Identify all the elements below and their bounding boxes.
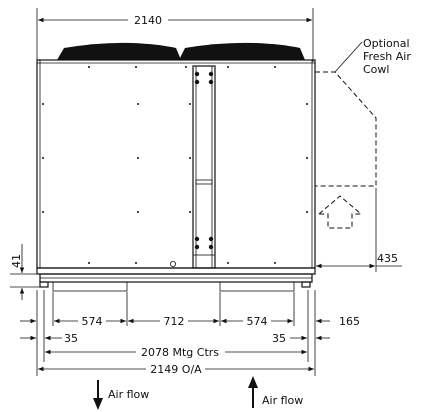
dimension-41-label: 41 — [10, 254, 23, 268]
dimension-mounting-centres: 2078 Mtg Ctrs — [45, 346, 307, 359]
dimension-2140: 2140 — [36, 8, 314, 62]
airflow-down-arrow-icon — [93, 380, 103, 410]
offset-outer-label: 165 — [339, 315, 360, 328]
dimension-2140-label: 2140 — [134, 14, 162, 27]
cowl-label-line2: Fresh Air — [363, 50, 411, 63]
cowl-label-line1: Optional — [363, 37, 410, 50]
base-frame — [36, 267, 316, 292]
lower-extension-lines — [36, 290, 316, 376]
mounting-centres-label: 2078 Mtg Ctrs — [141, 346, 219, 359]
dimension-offsets-35: 35 35 — [20, 332, 330, 345]
dimension-chain-upper: 574 712 574 165 — [20, 315, 360, 328]
overall-length-label: 2149 O/A — [150, 363, 202, 376]
airflow-down-label: Air flow — [108, 388, 149, 401]
dimension-435: 435 — [316, 188, 402, 272]
span-right-label: 574 — [247, 315, 268, 328]
dimension-overall-length: 2149 O/A — [38, 363, 314, 376]
airflow-up-arrow-icon — [248, 376, 258, 408]
fresh-air-cowl: Optional Fresh Air Cowl — [315, 37, 411, 229]
airflow-up-label: Air flow — [262, 394, 303, 407]
span-left-label: 574 — [82, 315, 103, 328]
fan-left — [57, 42, 181, 60]
unit-casing — [36, 59, 316, 269]
offset-right-label: 35 — [272, 332, 286, 345]
offset-left-label: 35 — [64, 332, 78, 345]
airflow-indicators: Air flow Air flow — [93, 376, 303, 410]
condenser-fans — [57, 42, 305, 60]
dimension-41: 41 — [10, 244, 40, 300]
span-middle-label: 712 — [164, 315, 185, 328]
cowl-label-line3: Cowl — [363, 63, 389, 76]
dimension-435-label: 435 — [377, 252, 398, 265]
fan-right — [179, 42, 305, 60]
